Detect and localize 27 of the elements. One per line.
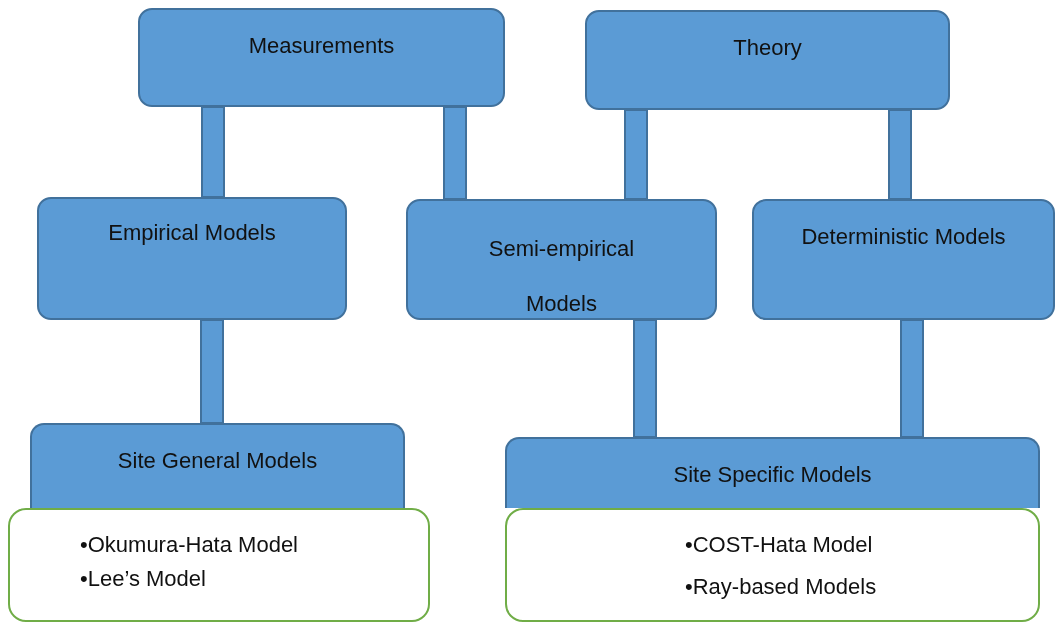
connector-bar	[888, 109, 912, 200]
box-label: Empirical Models	[108, 219, 276, 247]
connector-bar	[443, 106, 467, 200]
model-box	[505, 437, 1040, 508]
box-label: Site General Models	[117, 447, 318, 475]
model-box	[752, 199, 1055, 320]
list-item: •Okumura-Hata Model	[80, 532, 298, 558]
list-box	[505, 508, 1040, 622]
box-label: Site Specific Models	[673, 461, 872, 489]
connector-bar	[900, 319, 924, 438]
box-label: Measurements	[248, 32, 395, 60]
list-item: •Ray-based Models	[685, 574, 877, 600]
list-item: •Lee’s Model	[80, 566, 206, 592]
connector-bar	[200, 319, 224, 424]
list-item: •COST-Hata Model	[685, 532, 873, 558]
box-label: Theory	[733, 34, 802, 62]
box-label: Semi-empirical Models	[487, 235, 636, 318]
model-box	[138, 8, 505, 107]
connector-bar	[633, 319, 657, 438]
connector-bar	[201, 106, 225, 198]
model-box	[406, 199, 717, 320]
connector-bar	[624, 109, 648, 200]
box-label: Deterministic Models	[801, 223, 1006, 251]
model-box	[585, 10, 950, 110]
model-box	[30, 423, 405, 508]
model-box	[37, 197, 347, 320]
list-box	[8, 508, 430, 622]
